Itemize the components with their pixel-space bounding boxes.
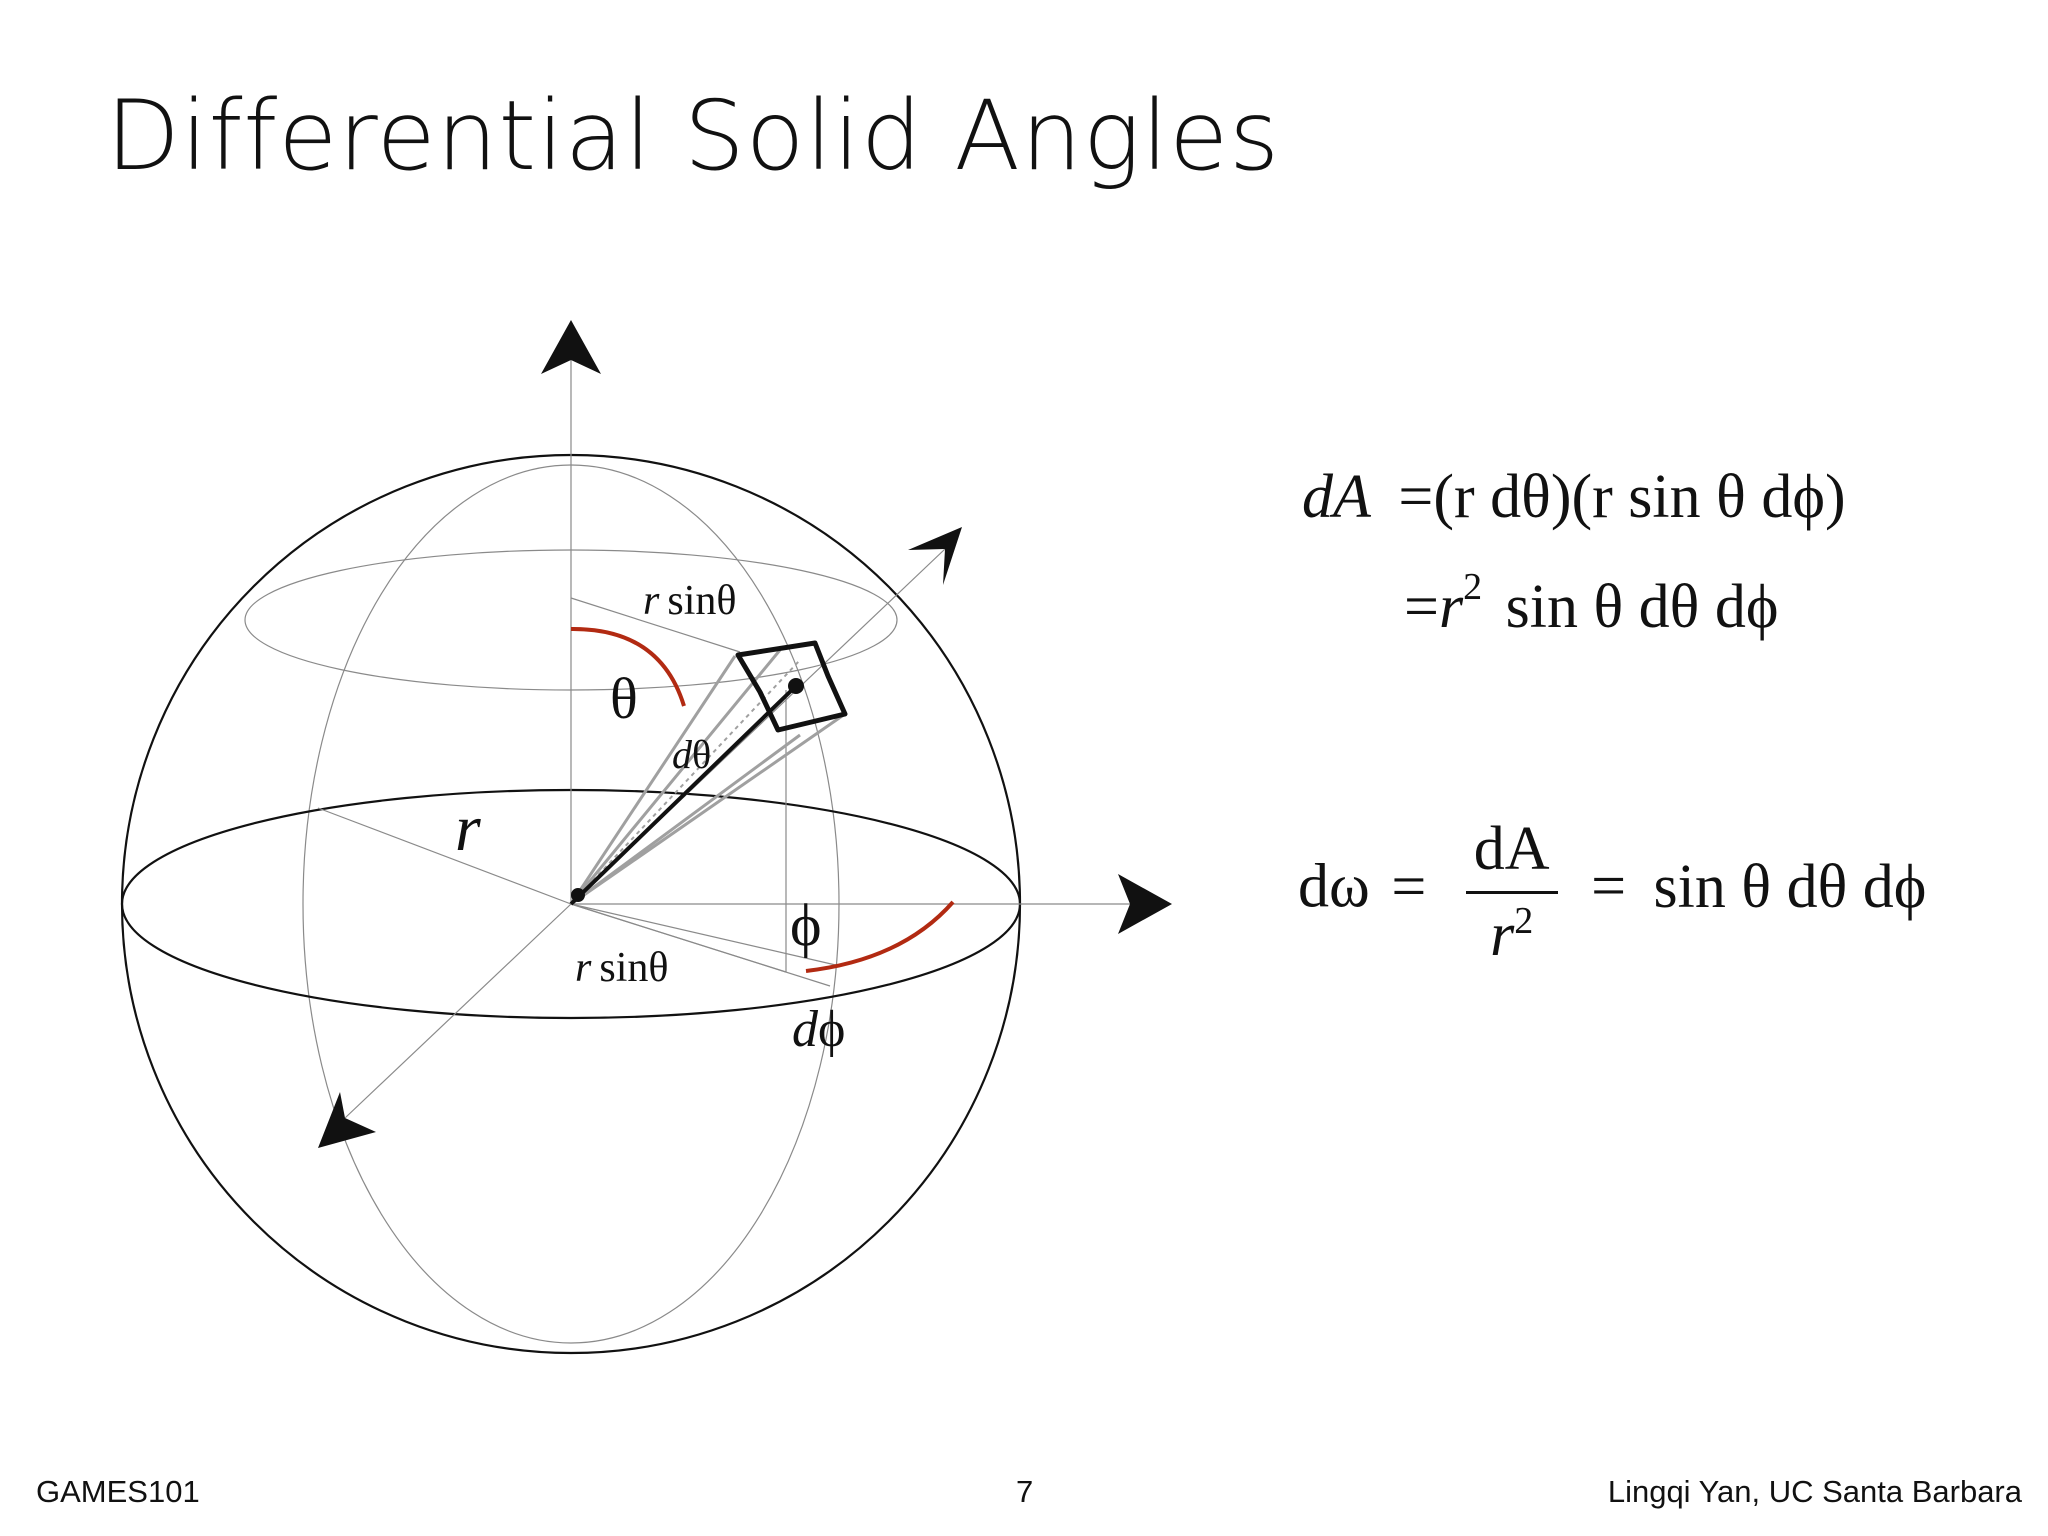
radial-axis-arrowhead xyxy=(908,527,962,585)
cone-dotted-line xyxy=(570,659,801,905)
x-axis-arrowhead xyxy=(1118,874,1172,934)
y-axis xyxy=(344,903,572,1119)
r-label: r xyxy=(455,792,481,865)
d-theta-label: dθ xyxy=(672,732,711,777)
equation-dA-line1: dA =(r dθ)(r sin θ dϕ) xyxy=(1302,463,1846,531)
phi-arc xyxy=(805,900,955,973)
footer-page-number: 7 xyxy=(1016,1474,1034,1509)
projection-line-3 xyxy=(570,903,841,967)
r-sin-theta-top-line xyxy=(570,597,741,653)
y-axis-arrowhead xyxy=(318,1092,376,1148)
cone-line-4 xyxy=(570,712,846,906)
center-ray xyxy=(569,684,798,906)
equation-dA-line2: =r2 sin θ dθ dϕ xyxy=(1404,566,1779,641)
theta-arc xyxy=(570,626,686,707)
fraction-dA-over-r2: dA r2 xyxy=(1465,814,1558,971)
footer-course: GAMES101 xyxy=(36,1474,200,1509)
equation-domega: dω = dA r2 = sin θ dθ dϕ xyxy=(1298,814,1927,971)
cone-line-2 xyxy=(569,649,782,905)
z-axis-arrowhead xyxy=(541,320,601,374)
footer-author: Lingqi Yan, UC Santa Barbara xyxy=(1607,1474,2022,1509)
cone-line-1 xyxy=(569,655,737,905)
d-phi-label: dϕ xyxy=(792,1001,845,1058)
slide-title: Differential Solid Angles xyxy=(106,80,1281,192)
projection-line-2 xyxy=(570,903,831,987)
phi-label: ϕ xyxy=(790,892,822,958)
radius-line xyxy=(317,807,572,905)
surface-patch xyxy=(735,640,848,733)
patch-center-dot xyxy=(788,678,804,694)
theta-label: θ xyxy=(610,666,638,731)
origin-dot xyxy=(571,888,585,902)
